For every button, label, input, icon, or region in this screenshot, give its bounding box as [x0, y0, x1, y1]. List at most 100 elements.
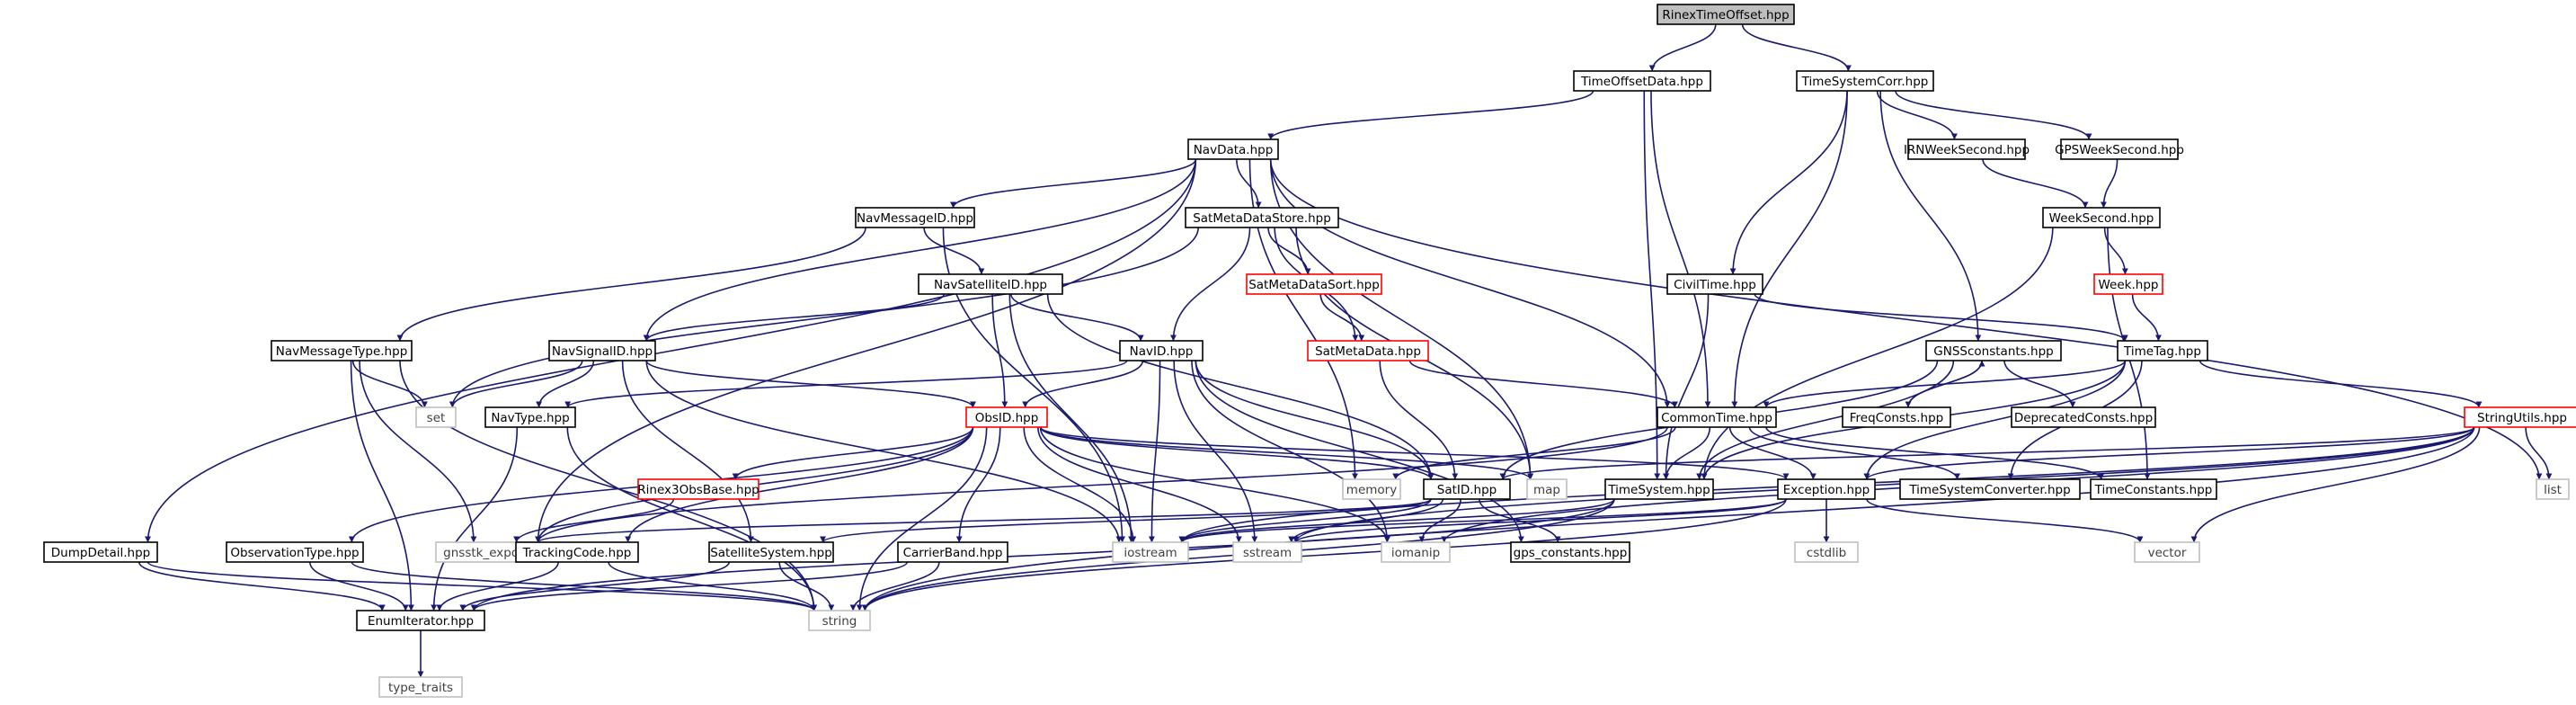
node-enumiterator[interactable]: EnumIterator.hpp — [356, 610, 485, 631]
node-rinex3obsbase[interactable]: Rinex3ObsBase.hpp — [637, 478, 759, 500]
edge-commontime-to-timesystemconverter — [1748, 426, 1960, 480]
node-timesystemcorr-label: TimeSystemCorr.hpp — [1801, 75, 1929, 89]
node-week[interactable]: Week.hpp — [2093, 273, 2163, 295]
edge-observationtype-to-string — [351, 561, 818, 611]
node-timeconstants[interactable]: TimeConstants.hpp — [2090, 478, 2217, 500]
node-timesystemconverter-box — [1899, 478, 2081, 500]
node-navsignalid-label: NavSignalID.hpp — [552, 344, 653, 359]
node-observationtype[interactable]: ObservationType.hpp — [226, 541, 364, 563]
node-navid[interactable]: NavID.hpp — [1119, 340, 1204, 361]
edge-navdata-to-commontime — [1269, 158, 1671, 408]
node-satid-label: SatID.hpp — [1437, 483, 1497, 497]
node-irnweeksecond[interactable]: IRNWeekSecond.hpp — [1904, 138, 2030, 160]
node-carrierband[interactable]: CarrierBand.hpp — [897, 541, 1008, 563]
node-exception[interactable]: Exception.hpp — [1777, 478, 1876, 500]
edge-obsid-to-map — [1039, 426, 1534, 480]
edge-obsid-to-rinex3obsbase — [732, 426, 974, 480]
node-satid[interactable]: SatID.hpp — [1423, 478, 1511, 500]
edge-navsignalid-to-navtype — [536, 360, 595, 408]
edge-satellitesystem-to-string — [778, 561, 835, 611]
node-commontime[interactable]: CommonTime.hpp — [1657, 406, 1777, 428]
node-irnweeksecond-box — [1907, 138, 2026, 160]
node-navmessagetype[interactable]: NavMessageType.hpp — [271, 340, 413, 361]
edge-stringutils-to-satid — [1499, 426, 2475, 480]
edge-gnssconstants-to-timesystem — [1696, 360, 1955, 480]
node-timesystemcorr[interactable]: TimeSystemCorr.hpp — [1796, 70, 1934, 92]
edge-root-to-timeoffsetdata — [1648, 23, 1717, 72]
node-satmetadata[interactable]: SatMetaData.hpp — [1307, 340, 1429, 361]
node-satmetadatastore-label: SatMetaDataStore.hpp — [1193, 211, 1331, 226]
node-memory-label: memory — [1346, 483, 1397, 497]
node-gnssconstants[interactable]: GNSSconstants.hpp — [1925, 340, 2062, 361]
edge-exception-to-sstream — [1292, 498, 1787, 543]
node-satellitesystem[interactable]: SatelliteSystem.hpp — [708, 541, 834, 563]
edge-satellitesystem-to-enumiterator — [459, 561, 730, 611]
node-stringutils[interactable]: StringUtils.hpp — [2464, 406, 2576, 428]
edge-commontime-to-gnsstk_export — [535, 426, 1668, 543]
node-cstdlib-box — [1794, 541, 1859, 563]
node-iomanip: iomanip — [1381, 541, 1451, 563]
node-navdata-label: NavData.hpp — [1194, 143, 1274, 157]
node-vector: vector — [2134, 541, 2200, 563]
node-weeksecond[interactable]: WeekSecond.hpp — [2042, 207, 2161, 228]
edge-navdata-to-navmessageid — [950, 158, 1197, 209]
node-satid-box — [1423, 478, 1511, 500]
edge-timesystemcorr-to-commontime — [1731, 90, 1848, 408]
edge-navsatelliteid-to-obsid — [991, 293, 1008, 408]
node-stringutils-label: StringUtils.hpp — [2477, 411, 2567, 425]
edge-stringutils-to-sstream — [1292, 426, 2475, 543]
node-list-label: list — [2544, 483, 2562, 497]
node-navtype-box — [484, 406, 576, 428]
node-navsatelliteid-label: NavSatelliteID.hpp — [934, 278, 1047, 292]
node-navsignalid[interactable]: NavSignalID.hpp — [548, 340, 656, 361]
node-map-box — [1526, 478, 1568, 500]
node-gpsweeksecond[interactable]: GPSWeekSecond.hpp — [2055, 138, 2184, 160]
node-obsid[interactable]: ObsID.hpp — [965, 406, 1048, 428]
node-satmetadata-label: SatMetaData.hpp — [1315, 344, 1421, 359]
edge-navsignalid-to-iostream — [645, 360, 1123, 543]
node-timesystemconverter[interactable]: TimeSystemConverter.hpp — [1899, 478, 2081, 500]
node-dumpdetail-box — [43, 541, 158, 563]
node-navsatelliteid[interactable]: NavSatelliteID.hpp — [918, 273, 1063, 295]
node-gps_constants[interactable]: gps_constants.hpp — [1510, 541, 1630, 563]
dependency-edges — [138, 23, 2553, 678]
node-timetag[interactable]: TimeTag.hpp — [2117, 340, 2208, 361]
edge-dumpdetail-to-enumiterator — [138, 561, 386, 611]
node-navsatelliteid-box — [918, 273, 1063, 295]
edge-gpsweeksecond-to-weeksecond — [2100, 158, 2119, 209]
edge-navdata-to-list — [1269, 158, 2543, 480]
node-dumpdetail[interactable]: DumpDetail.hpp — [43, 541, 158, 563]
edge-navdata-to-dumpdetail — [145, 158, 1197, 543]
node-navdata[interactable]: NavData.hpp — [1187, 138, 1279, 160]
node-trackingcode-label: TrackingCode.hpp — [522, 546, 632, 560]
edge-civiltime-to-timetag — [1754, 293, 2128, 342]
edge-navmessageid-to-navsatelliteid — [923, 227, 985, 275]
node-string-box — [808, 610, 871, 631]
edge-satmetadatasort-to-satmetadata — [1319, 293, 1365, 342]
edge-timesystem-to-iostream — [1178, 498, 1615, 543]
node-navtype[interactable]: NavType.hpp — [484, 406, 576, 428]
node-timesystem[interactable]: TimeSystem.hpp — [1604, 478, 1714, 500]
edge-satid-to-iostream — [1178, 498, 1432, 543]
node-civiltime-box — [1666, 273, 1763, 295]
node-timesystem-box — [1604, 478, 1714, 500]
node-trackingcode[interactable]: TrackingCode.hpp — [515, 541, 639, 563]
node-satmetadatasort[interactable]: SatMetaDataSort.hpp — [1246, 273, 1382, 295]
node-deprecatedconsts[interactable]: DeprecatedConsts.hpp — [2011, 406, 2156, 428]
node-timesystemconverter-label: TimeSystemConverter.hpp — [1908, 483, 2070, 497]
node-obsid-box — [965, 406, 1048, 428]
node-freqconsts[interactable]: FreqConsts.hpp — [1842, 406, 1951, 428]
node-week-label: Week.hpp — [2099, 278, 2159, 292]
node-timeoffsetdata[interactable]: TimeOffsetData.hpp — [1573, 70, 1711, 92]
node-navmessageid[interactable]: NavMessageID.hpp — [855, 207, 975, 228]
edge-navsatelliteid-to-satid — [1046, 293, 1435, 480]
node-root[interactable]: RinexTimeOffset.hpp — [1657, 4, 1795, 25]
edge-navmessagetype-to-set — [351, 360, 428, 408]
edge-rinex3obsbase-to-gnsstk_export — [513, 498, 675, 543]
node-civiltime[interactable]: CivilTime.hpp — [1666, 273, 1763, 295]
node-satmetadatastore[interactable]: SatMetaDataStore.hpp — [1185, 207, 1339, 228]
node-navtype-label: NavType.hpp — [491, 411, 569, 425]
edge-stringutils-to-exception — [1863, 426, 2475, 480]
edge-weeksecond-to-timesystem — [1701, 227, 2054, 480]
edge-root-to-timesystemcorr — [1741, 23, 1852, 72]
